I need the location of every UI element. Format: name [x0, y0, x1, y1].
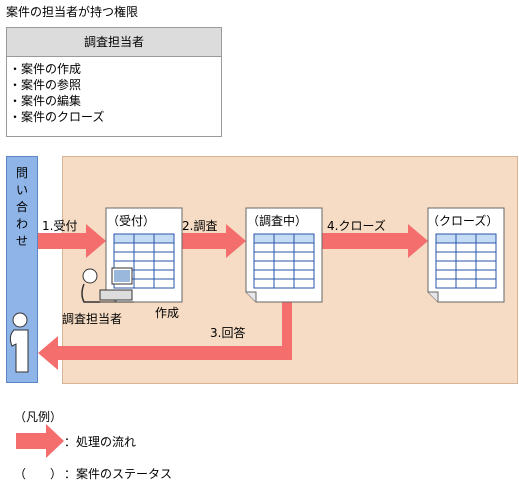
investigator-icon	[81, 267, 134, 303]
step-3-label: 3.回答	[210, 326, 246, 340]
permission-item: 案件の編集	[9, 93, 221, 109]
flow-arrow-2	[180, 224, 246, 258]
permission-item: 案件の作成	[9, 61, 221, 77]
permission-item: 案件のクローズ	[9, 109, 221, 125]
flow-arrow-3	[38, 296, 292, 370]
page-title: 案件の担当者が持つ権限	[6, 5, 139, 19]
customer-icon	[9, 312, 29, 373]
document-closed	[427, 207, 505, 303]
document-investigating	[245, 207, 323, 303]
permission-list: 案件の作成 案件の参照 案件の編集 案件のクローズ	[7, 57, 221, 125]
legend-flow-label: ：処理の流れ	[64, 435, 137, 449]
status-investigating: （調査中）	[247, 214, 308, 228]
status-received: （受付）	[107, 214, 156, 228]
legend-status-label: ：案件のステータス	[64, 467, 173, 481]
step-2-label: 2.調査	[182, 219, 218, 233]
inquiry-label: 問い合わせ	[15, 166, 28, 248]
permission-item: 案件の参照	[9, 77, 221, 93]
actor-label: 調査担当者	[62, 312, 123, 326]
legend-title: （凡例）	[14, 410, 63, 424]
step-1-label: 1.受付	[42, 219, 78, 233]
permission-header: 調査担当者	[7, 28, 221, 57]
legend-arrow	[16, 424, 64, 458]
legend-status-symbol: （ ）	[14, 467, 63, 481]
flow-arrow-4	[322, 224, 428, 258]
create-label: 作成	[155, 306, 180, 320]
flow-arrow-1	[38, 224, 106, 258]
permission-box: 調査担当者 案件の作成 案件の参照 案件の編集 案件のクローズ	[6, 27, 222, 137]
step-4-label: 4.クローズ	[327, 219, 386, 233]
status-closed: （クローズ）	[427, 214, 499, 228]
